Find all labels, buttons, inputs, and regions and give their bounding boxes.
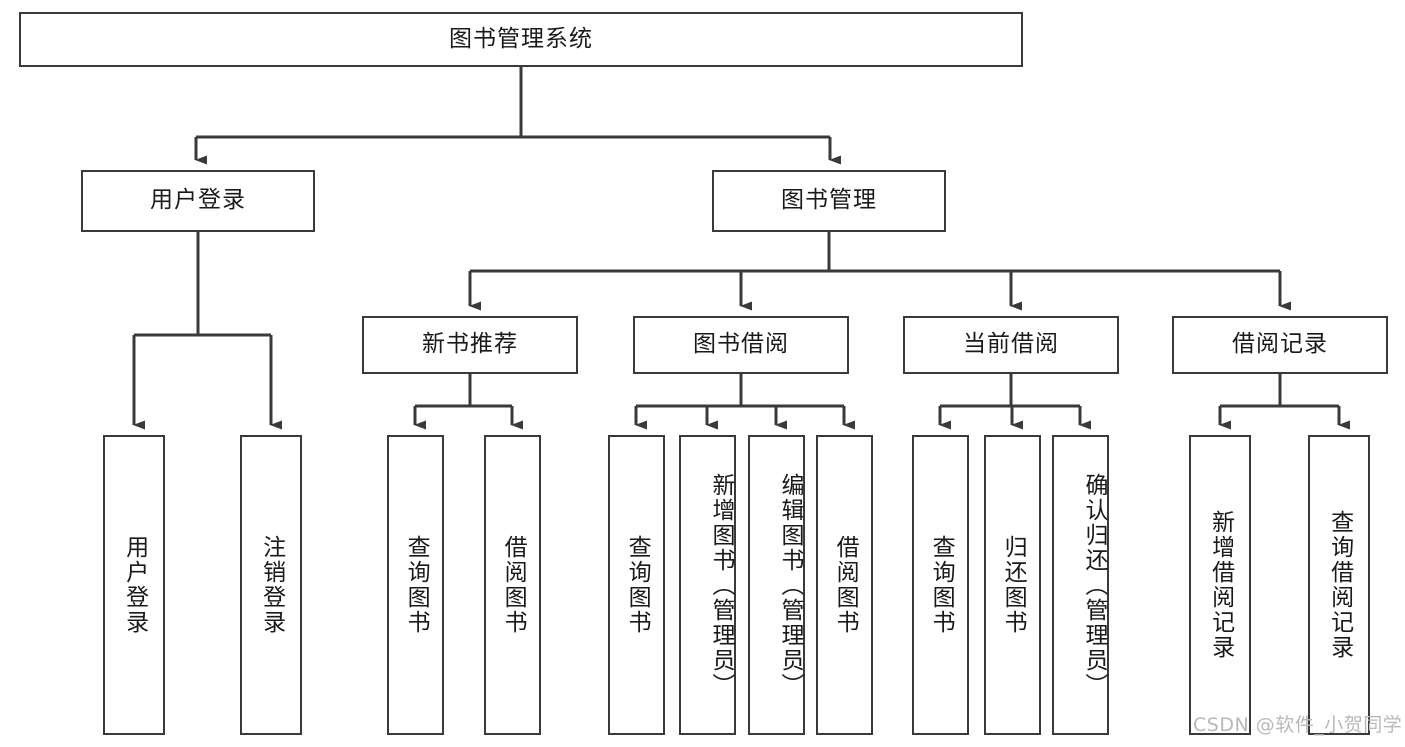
node-leaf-add-book-label: 新增图书（管理员） [708, 472, 734, 698]
node-leaf-query-record-label: 查询借阅记录 [1326, 510, 1353, 660]
node-leaf-borrow-book-label: 借阅图书 [832, 535, 859, 635]
node-root-label: 图书管理系统 [449, 25, 593, 52]
node-leaf-edit-book[interactable]: 编辑图书（管理员） [748, 435, 805, 735]
node-leaf-query-book-rec[interactable]: 查询图书 [387, 435, 444, 735]
node-leaf-add-book[interactable]: 新增图书（管理员） [679, 435, 736, 735]
node-book-borrow-label: 图书借阅 [693, 331, 789, 358]
node-leaf-query-book-current-label: 查询图书 [928, 535, 955, 635]
node-leaf-user-logout-label: 注销登录 [258, 535, 285, 635]
node-current-borrow-label: 当前借阅 [963, 331, 1059, 358]
node-leaf-borrow-book-rec-label: 借阅图书 [500, 535, 527, 635]
watermark-text: CSDN @软件_小贺同学 [1193, 714, 1403, 736]
node-leaf-query-book-borrow-label: 查询图书 [624, 535, 651, 635]
node-user-login[interactable]: 用户登录 [81, 170, 315, 232]
node-leaf-return-book[interactable]: 归还图书 [984, 435, 1041, 735]
node-leaf-confirm-return-label: 确认归还（管理员） [1081, 472, 1107, 698]
node-leaf-confirm-return[interactable]: 确认归还（管理员） [1052, 435, 1109, 735]
node-borrow-record[interactable]: 借阅记录 [1172, 316, 1388, 374]
node-current-borrow[interactable]: 当前借阅 [903, 316, 1119, 374]
node-leaf-borrow-book-rec[interactable]: 借阅图书 [484, 435, 541, 735]
node-root[interactable]: 图书管理系统 [19, 12, 1023, 67]
node-leaf-borrow-book[interactable]: 借阅图书 [816, 435, 873, 735]
node-new-book-rec[interactable]: 新书推荐 [362, 316, 578, 374]
node-leaf-user-login-label: 用户登录 [121, 535, 148, 635]
node-leaf-user-logout[interactable]: 注销登录 [240, 435, 302, 735]
node-leaf-add-record-label: 新增借阅记录 [1207, 510, 1234, 660]
node-leaf-add-record[interactable]: 新增借阅记录 [1189, 435, 1251, 735]
node-new-book-rec-label: 新书推荐 [422, 331, 518, 358]
node-leaf-return-book-label: 归还图书 [1000, 535, 1027, 635]
node-leaf-user-login[interactable]: 用户登录 [103, 435, 165, 735]
node-leaf-query-book-current[interactable]: 查询图书 [912, 435, 969, 735]
node-leaf-query-book-borrow[interactable]: 查询图书 [608, 435, 665, 735]
node-user-login-label: 用户登录 [150, 187, 246, 214]
node-borrow-record-label: 借阅记录 [1232, 331, 1328, 358]
node-leaf-edit-book-label: 编辑图书（管理员） [777, 472, 803, 698]
node-leaf-query-record[interactable]: 查询借阅记录 [1308, 435, 1370, 735]
node-book-borrow[interactable]: 图书借阅 [633, 316, 849, 374]
node-leaf-query-book-rec-label: 查询图书 [403, 535, 430, 635]
node-book-manage-label: 图书管理 [781, 187, 877, 214]
node-book-manage[interactable]: 图书管理 [712, 170, 946, 232]
